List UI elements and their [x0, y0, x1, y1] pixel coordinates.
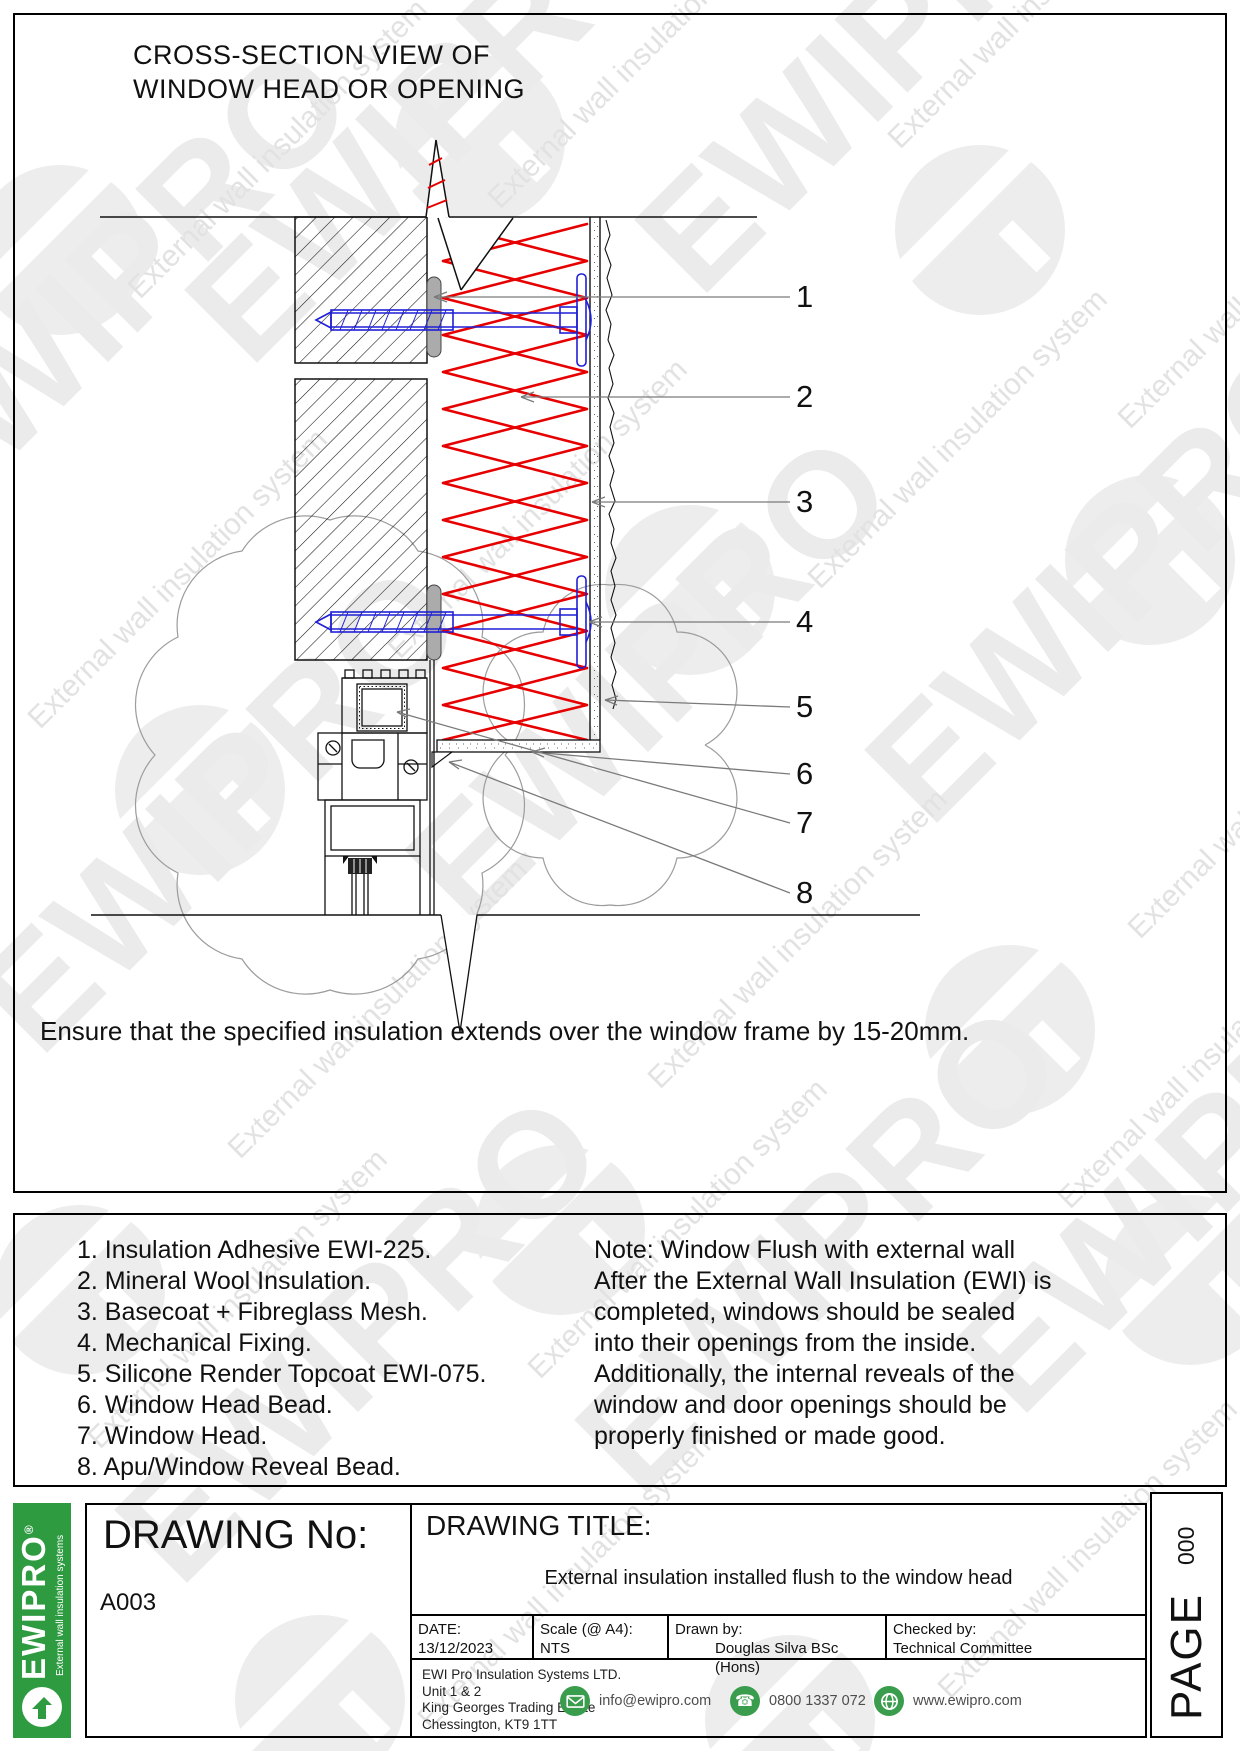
- checked-by-label: Checked by:: [893, 1621, 977, 1638]
- legend-item-3: 3. Basecoat + Fibreglass Mesh.: [77, 1298, 428, 1326]
- email-text[interactable]: info@ewipro.com: [599, 1693, 712, 1709]
- window-frame: [317, 660, 435, 915]
- info-row: DATE: 13/12/2023 Scale (@ A4): NTS Drawn…: [412, 1614, 1145, 1676]
- drawing-view-title-line2: WINDOW HEAD OR OPENING: [133, 74, 526, 104]
- break-symbol-top: [425, 139, 514, 291]
- scale-cell: Scale (@ A4): NTS: [532, 1616, 667, 1658]
- callout-3: 3: [796, 484, 814, 519]
- callout-1: 1: [796, 279, 814, 314]
- legend-item-7: 7. Window Head.: [77, 1422, 268, 1450]
- contact-phone: ☎ 0800 1337 072: [730, 1686, 866, 1716]
- drawing-title-label: DRAWING TITLE:: [426, 1510, 652, 1541]
- legend-frame: [13, 1213, 1227, 1487]
- page-label: PAGE: [1161, 1592, 1211, 1720]
- brand-bar: EWIPRO® External wall insulation systems: [13, 1503, 71, 1738]
- callout-7: 7: [796, 805, 814, 840]
- callout-2: 2: [796, 379, 814, 414]
- drawing-view-title-line1: CROSS-SECTION VIEW OF: [133, 40, 491, 70]
- drawing-area-frame: [13, 13, 1227, 1193]
- brand-tagline: External wall insulation systems: [55, 1534, 66, 1676]
- drawing-no-value: A003: [100, 1589, 157, 1616]
- drawn-by-cell: Drawn by: Douglas Silva BSc (Hons): [667, 1616, 885, 1676]
- brand-name: EWIPRO®: [15, 1523, 52, 1680]
- note-line: Note: Window Flush with external wall: [594, 1236, 1015, 1264]
- adhesive-dabs: [426, 276, 442, 661]
- drawn-by-value: Douglas Silva BSc (Hons): [715, 1640, 839, 1676]
- insulation-extension-note: Ensure that the specified insulation ext…: [40, 1016, 970, 1046]
- legend-list: 1. Insulation Adhesive EWI-225. 2. Miner…: [77, 1235, 487, 1483]
- legend-item-4: 4. Mechanical Fixing.: [77, 1329, 312, 1357]
- phone-text: 0800 1337 072: [769, 1693, 866, 1709]
- callout-5: 5: [796, 689, 814, 724]
- company-row: EWI Pro Insulation Systems LTD. Unit 1 &…: [412, 1660, 1145, 1736]
- contact-website: www.ewipro.com: [874, 1686, 1022, 1716]
- title-block: DRAWING No: A003 DRAWING TITLE: External…: [85, 1503, 1147, 1738]
- callout-8: 8: [796, 875, 814, 910]
- globe-icon: [874, 1686, 904, 1716]
- checked-by-value: Technical Committee: [893, 1640, 1033, 1657]
- phone-icon: ☎: [730, 1686, 760, 1716]
- legend-item-6: 6. Window Head Bead.: [77, 1391, 333, 1419]
- legend-item-1: 1. Insulation Adhesive EWI-225.: [77, 1236, 432, 1264]
- masonry-wall: [294, 216, 428, 661]
- website-text[interactable]: www.ewipro.com: [913, 1693, 1022, 1709]
- mechanical-fixing-1: [314, 273, 592, 367]
- mechanical-fixing-2: [314, 575, 592, 669]
- drawing-title-cell: DRAWING TITLE: External insulation insta…: [412, 1505, 1145, 1614]
- callout-6: 6: [796, 756, 814, 791]
- contact-email: info@ewipro.com: [560, 1686, 711, 1716]
- brand-logo-icon: [22, 1687, 62, 1727]
- leader-lines: [396, 291, 791, 894]
- drawn-by-label: Drawn by:: [675, 1621, 743, 1638]
- registered-mark: ®: [22, 1523, 36, 1535]
- legend-item-2: 2. Mineral Wool Insulation.: [77, 1267, 372, 1295]
- legend-item-8: 8. Apu/Window Reveal Bead.: [77, 1453, 401, 1481]
- checked-by-cell: Checked by: Technical Committee: [885, 1616, 1145, 1658]
- drawing-no-cell: DRAWING No: A003: [87, 1505, 412, 1736]
- render-layer: [431, 217, 617, 769]
- page-number: 000: [1173, 1526, 1199, 1565]
- callout-4: 4: [796, 604, 814, 639]
- email-icon: [560, 1686, 590, 1716]
- legend-item-5: 5. Silicone Render Topcoat EWI-075.: [77, 1360, 487, 1388]
- drawing-title-value: External insulation installed flush to t…: [544, 1567, 1013, 1589]
- ground-line: [91, 914, 920, 1033]
- mineral-wool-insulation: [441, 222, 589, 742]
- page-box: PAGE 000: [1150, 1492, 1223, 1738]
- window-flush-note: Note: Window Flush with external wall Af…: [594, 1236, 1052, 1450]
- title-block-right: DRAWING TITLE: External insulation insta…: [412, 1505, 1145, 1736]
- date-cell: DATE: 13/12/2023: [418, 1621, 494, 1657]
- drawing-no-label: DRAWING No:: [103, 1513, 369, 1557]
